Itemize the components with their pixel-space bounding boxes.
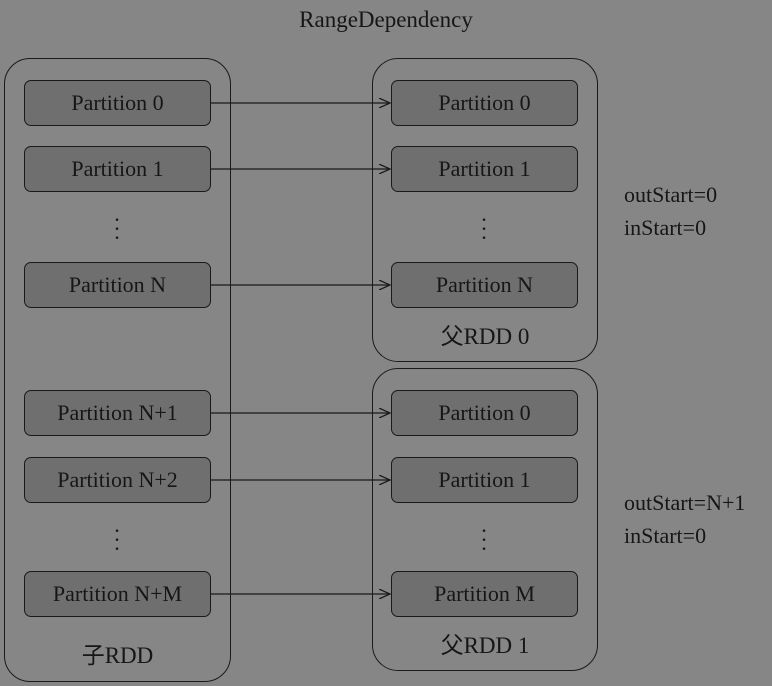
parent-0-partition-0: Partition 0 (391, 80, 578, 126)
parent-0-partition-n: Partition N (391, 262, 578, 308)
parent-1-in-start: inStart=0 (624, 523, 707, 548)
child-ellipsis-1: ··· (113, 207, 121, 250)
child-partition-n-plus-2: Partition N+2 (24, 457, 211, 503)
parent-1-partition-1: Partition 1 (391, 457, 578, 503)
parent-rdd-1-label: 父RDD 1 (440, 633, 530, 658)
child-rdd (4, 58, 231, 682)
child-partition-0: Partition 0 (24, 80, 211, 126)
parent-1-ellipsis: ··· (480, 518, 488, 561)
parent-rdd-1 (372, 368, 598, 671)
parent-0-ellipsis: ··· (480, 207, 488, 250)
diagram-title: RangeDependency (299, 7, 473, 32)
child-ellipsis-2: ··· (113, 518, 121, 561)
parent-0-partition-1: Partition 1 (391, 146, 578, 192)
parent-0-in-start: inStart=0 (624, 215, 707, 240)
parent-1-partition-0: Partition 0 (391, 390, 578, 436)
child-partition-n-plus-m: Partition N+M (24, 571, 211, 617)
child-partition-1: Partition 1 (24, 146, 211, 192)
parent-1-partition-m: Partition M (391, 571, 578, 617)
child-partition-n-plus-1: Partition N+1 (24, 390, 211, 436)
child-rdd-label: 子RDD (81, 643, 154, 668)
parent-rdd-0 (372, 58, 598, 362)
parent-rdd-0-label: 父RDD 0 (440, 324, 530, 349)
parent-0-out-start: outStart=0 (624, 182, 718, 207)
parent-1-out-start: outStart=N+1 (624, 490, 746, 515)
child-partition-n: Partition N (24, 262, 211, 308)
